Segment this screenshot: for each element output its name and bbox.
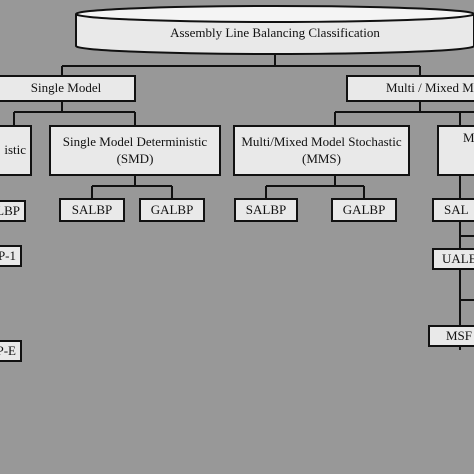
multi-mixed-label: Multi / Mixed M bbox=[386, 80, 474, 96]
smd-label-line2: (SMD) bbox=[116, 150, 154, 166]
smd-label-line1: Single Model Deterministic bbox=[62, 133, 208, 149]
root-node: Assembly Line Balancing Classification bbox=[130, 22, 420, 44]
left-pe-node: P-E bbox=[0, 340, 22, 362]
left-partial-node: istic bbox=[0, 125, 32, 176]
right-sal-node: SAL bbox=[432, 198, 474, 222]
right-partial-node: M bbox=[437, 125, 474, 176]
right-msf-label: MSF bbox=[446, 327, 473, 343]
single-model-label: Single Model bbox=[30, 80, 102, 96]
single-model-node: Single Model bbox=[0, 75, 136, 102]
smd-galbp-node: GALBP bbox=[139, 198, 205, 222]
smd-node: Single Model Deterministic (SMD) bbox=[49, 125, 221, 176]
smd-salbp-node: SALBP bbox=[59, 198, 125, 222]
mms-salbp-node: SALBP bbox=[234, 198, 298, 222]
right-partial-label: M bbox=[463, 130, 474, 145]
smd-salbp-label: SALBP bbox=[71, 201, 113, 217]
multi-mixed-node: Multi / Mixed M bbox=[346, 75, 474, 102]
mms-galbp-label: GALBP bbox=[342, 201, 386, 217]
left-p1-label: P-1 bbox=[0, 247, 16, 263]
left-pe-label: P-E bbox=[0, 342, 16, 358]
mms-label-line2: (MMS) bbox=[301, 150, 341, 166]
root-label: Assembly Line Balancing Classification bbox=[170, 24, 380, 40]
mms-salbp-label: SALBP bbox=[245, 201, 287, 217]
right-sal-label: SAL bbox=[444, 201, 469, 217]
mms-label-line1: Multi/Mixed Model Stochastic bbox=[241, 133, 402, 149]
right-msf-node: MSF bbox=[428, 325, 474, 347]
right-ualb-node: UALB bbox=[432, 248, 474, 270]
mms-node: Multi/Mixed Model Stochastic (MMS) bbox=[233, 125, 410, 176]
right-ualb-label: UALB bbox=[442, 250, 474, 266]
left-salbp-label: LBP bbox=[0, 202, 20, 218]
left-p1-node: P-1 bbox=[0, 245, 22, 267]
smd-galbp-label: GALBP bbox=[150, 201, 194, 217]
mms-galbp-node: GALBP bbox=[331, 198, 397, 222]
left-partial-label: istic bbox=[4, 142, 26, 158]
root-cylinder bbox=[75, 5, 474, 55]
left-salbp-node: LBP bbox=[0, 200, 26, 222]
